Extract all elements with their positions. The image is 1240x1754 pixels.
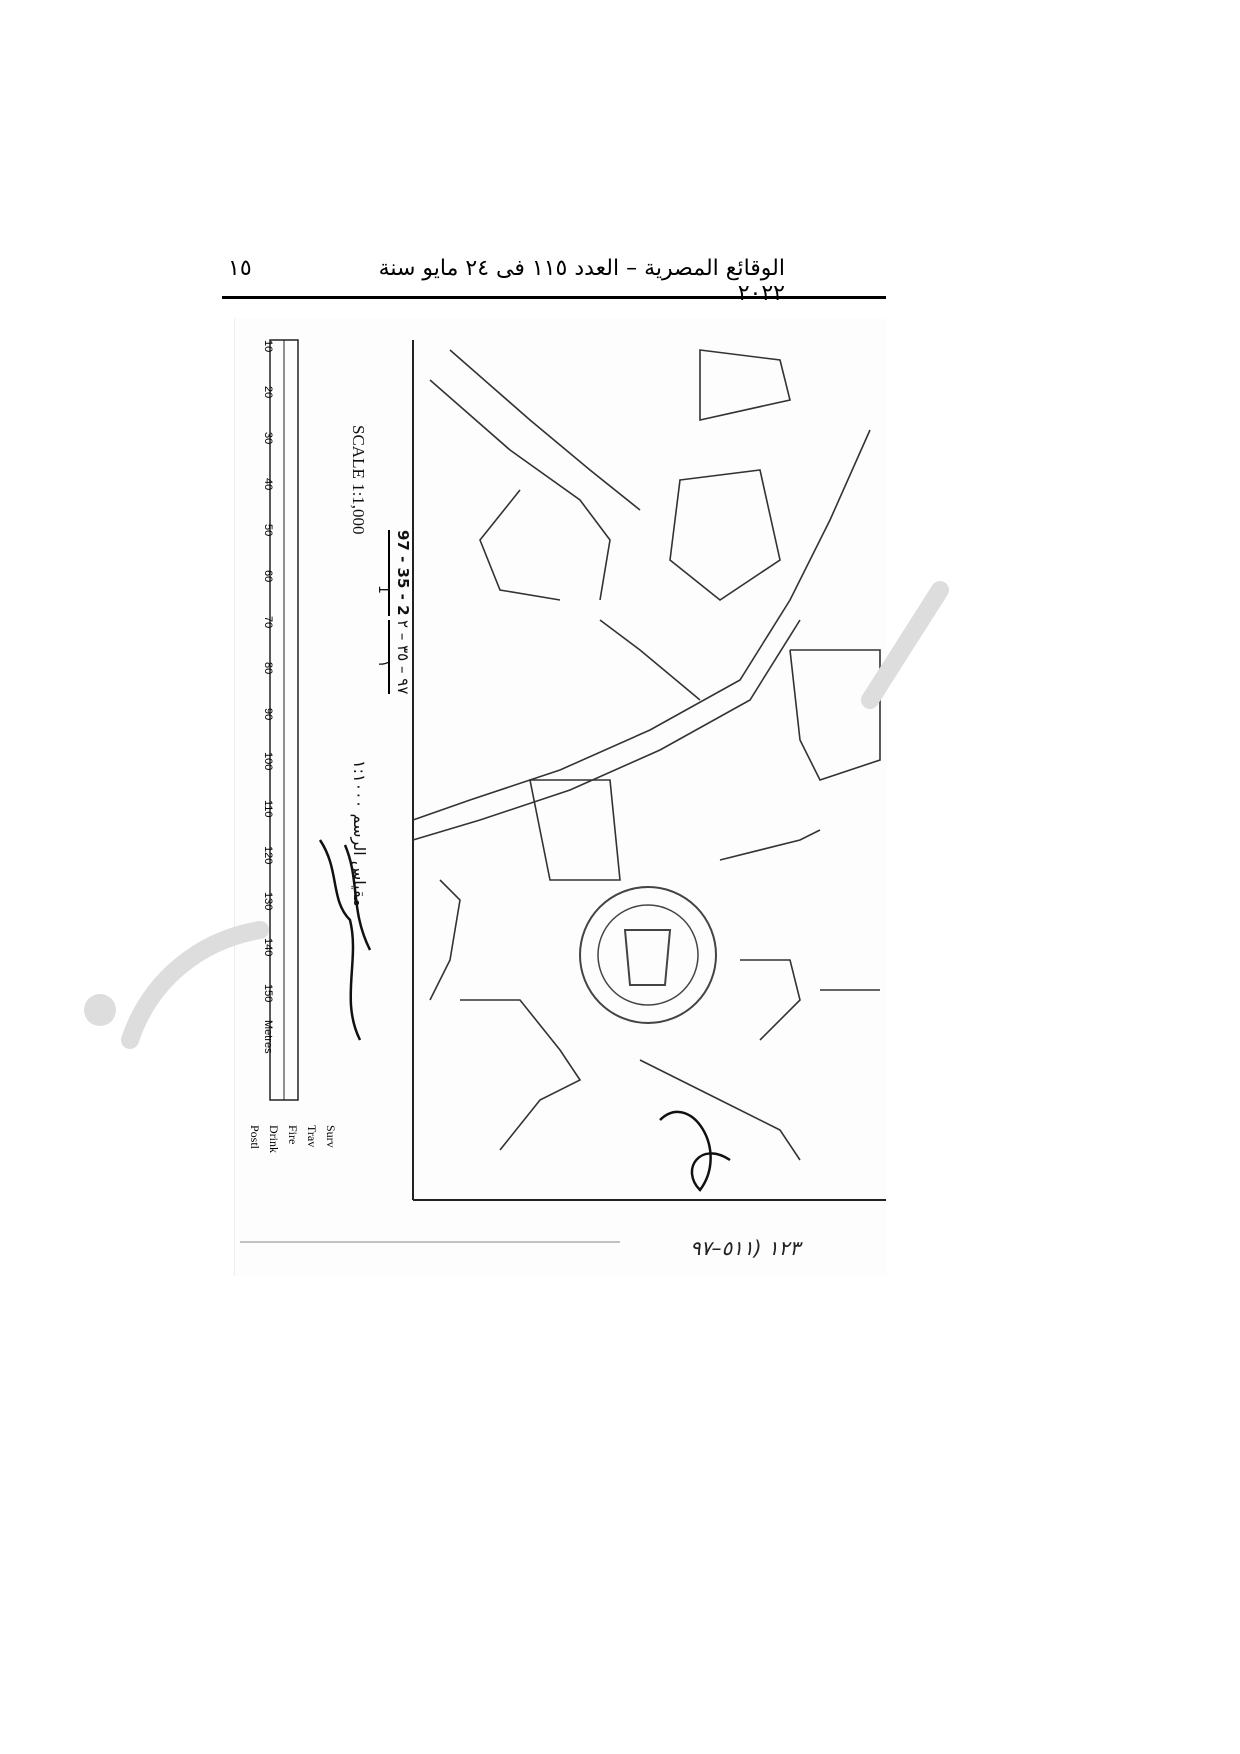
- sheet-number-ar: ٩٧ – ٣٥ – ٢: [388, 620, 412, 695]
- page-number: ١٥: [228, 256, 252, 281]
- scale-tick: Metres: [262, 1020, 274, 1054]
- scale-tick: 40: [262, 478, 274, 491]
- scale-tick: 20: [262, 386, 274, 399]
- legend-item: Trav: [305, 1125, 319, 1148]
- scale-tick: 30: [262, 432, 274, 445]
- scale-tick: 150: [262, 984, 274, 1003]
- scale-tick: 100: [262, 752, 274, 771]
- gazette-header-title: الوقائع المصرية – العدد ١١٥ فى ٢٤ مايو س…: [378, 256, 785, 306]
- scale-tick: 90: [262, 708, 274, 721]
- legend-item: Postl: [248, 1125, 262, 1150]
- scale-tick: 140: [262, 938, 274, 957]
- sheet-number-en: 97 - 35 - 2: [388, 530, 412, 616]
- legend-item: Surv: [324, 1125, 338, 1148]
- main-street: [412, 429, 871, 821]
- legend-item: Fire: [286, 1125, 300, 1145]
- scale-tick: 110: [262, 800, 274, 818]
- map-legend: Surv Trav Fire Drink Postl: [243, 1125, 338, 1153]
- legend-item: Drink: [267, 1125, 281, 1153]
- scale-tick: 130: [262, 892, 274, 911]
- scale-label-ar: مقياس الرسم ١:١٠٠٠: [350, 760, 369, 907]
- header-rule: [222, 296, 886, 299]
- scale-tick: 120: [262, 846, 274, 865]
- scale-tick: 50: [262, 524, 274, 537]
- official-seal: [579, 886, 717, 1024]
- scale-tick: 10: [262, 340, 274, 353]
- watermark: [121, 581, 949, 1049]
- scale-tick: 70: [262, 616, 274, 629]
- scale-label-en: SCALE 1:1,000: [349, 425, 368, 535]
- signature: [318, 839, 731, 1192]
- map-scan: [234, 318, 887, 1276]
- sheet-sub-ar: ١: [375, 660, 391, 668]
- sheet-sub-en: 1: [375, 585, 391, 594]
- scale-tick: 80: [262, 662, 274, 675]
- scale-tick: 60: [262, 570, 274, 583]
- handwritten-note: ١٢٣ (٥١١–٩٧: [690, 1236, 801, 1260]
